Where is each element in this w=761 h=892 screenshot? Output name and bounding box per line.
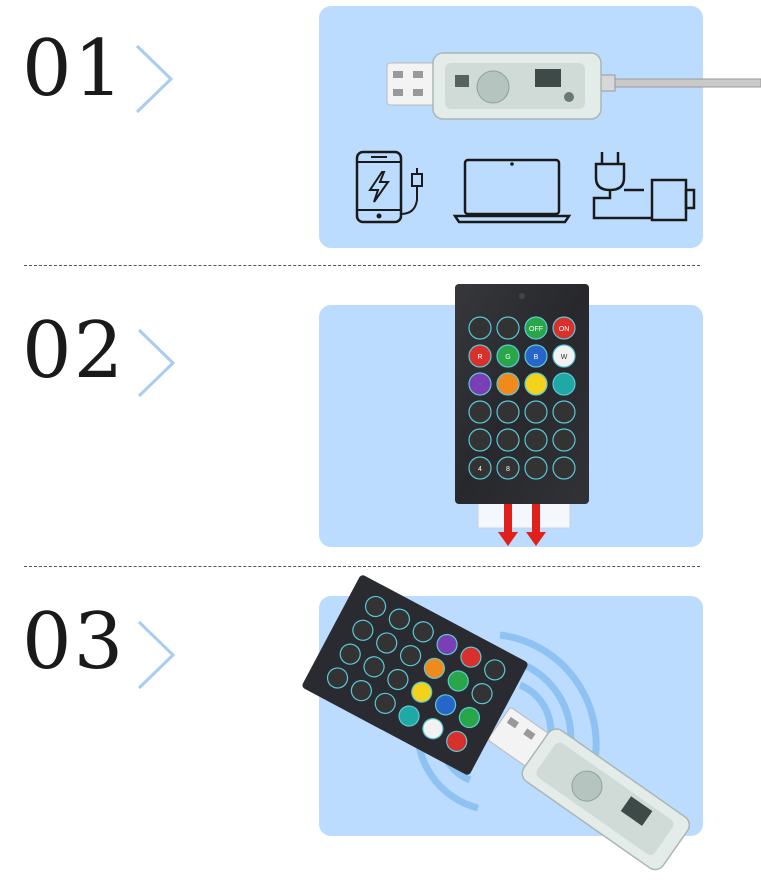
- remote-button: [434, 694, 457, 716]
- remote-button: [496, 400, 520, 424]
- remote-button: [552, 316, 576, 340]
- remote-button: [364, 595, 387, 618]
- remote-button-label: 8: [506, 466, 510, 473]
- remote-button: [399, 645, 422, 667]
- step-number-02: 02: [22, 306, 126, 396]
- remote-button: [468, 428, 492, 452]
- remote-button: [524, 372, 548, 396]
- pull-out-arrow-icon: [498, 502, 546, 546]
- remote-button: [468, 316, 492, 340]
- remote-button: [524, 456, 548, 480]
- remote-button: [387, 668, 409, 691]
- remote-button: [468, 344, 492, 368]
- remote-button-label: B: [534, 354, 539, 361]
- usb-receiver-image: [488, 707, 691, 871]
- chevron-right-icon: [137, 620, 176, 690]
- remote-button: [352, 619, 374, 641]
- remote-button: [468, 456, 492, 480]
- chevron-right-icon: [135, 44, 174, 114]
- section-divider: [24, 566, 700, 567]
- power-plug-icon: [592, 152, 696, 222]
- remote-button-label: ON: [559, 326, 570, 333]
- remote-button: [376, 632, 398, 654]
- remote-button: [363, 656, 385, 678]
- step-number-03: 03: [22, 597, 126, 687]
- remote-button-label: W: [561, 354, 568, 361]
- remote-button: [326, 667, 349, 689]
- remote-button: [496, 316, 520, 340]
- chevron-right-icon: [137, 328, 176, 398]
- remote-button: [552, 344, 576, 368]
- remote-button: [496, 456, 520, 480]
- remote-button: [524, 400, 548, 424]
- remote-button-label: G: [505, 354, 510, 361]
- remote-button: [447, 670, 469, 692]
- remote-button: [552, 456, 576, 480]
- remote-button: [552, 400, 576, 424]
- remote-button: [458, 706, 481, 729]
- remote-button-label: 4: [478, 466, 482, 473]
- remote-button: [524, 428, 548, 452]
- remote-button: [423, 657, 446, 679]
- remote-button-label: OFF: [529, 326, 543, 333]
- remote-button: [339, 643, 361, 665]
- step-01-panel: [319, 6, 703, 248]
- remote-button: [471, 683, 493, 705]
- step-number-01: 01: [22, 24, 126, 114]
- remote-button: [496, 372, 520, 396]
- remote-button: [460, 646, 482, 668]
- remote-button: [422, 718, 444, 740]
- remote-button: [446, 730, 468, 752]
- remote-button: [496, 428, 520, 452]
- remote-button: [388, 608, 410, 630]
- remote-button: [398, 705, 420, 727]
- remote-button: [436, 633, 458, 656]
- remote-button: [524, 316, 548, 340]
- remote-button: [496, 344, 520, 368]
- remote-button: [468, 372, 492, 396]
- remote-button: [468, 400, 492, 424]
- remote-control-image: OFF ON R G B W 4 8: [455, 284, 589, 504]
- remote-button: [524, 344, 548, 368]
- remote-control-image: [302, 575, 528, 775]
- remote-button: [350, 680, 372, 702]
- section-divider: [24, 265, 700, 266]
- remote-button: [552, 372, 576, 396]
- remote-button: [412, 621, 434, 643]
- remote-button: [484, 659, 506, 681]
- remote-button: [552, 428, 576, 452]
- remote-button: [411, 681, 433, 703]
- remote-button-label: R: [477, 354, 482, 361]
- remote-button: [374, 692, 396, 714]
- usb-receiver-image: [386, 52, 761, 120]
- laptop-icon: [452, 158, 572, 224]
- phone-charging-icon: [355, 150, 423, 224]
